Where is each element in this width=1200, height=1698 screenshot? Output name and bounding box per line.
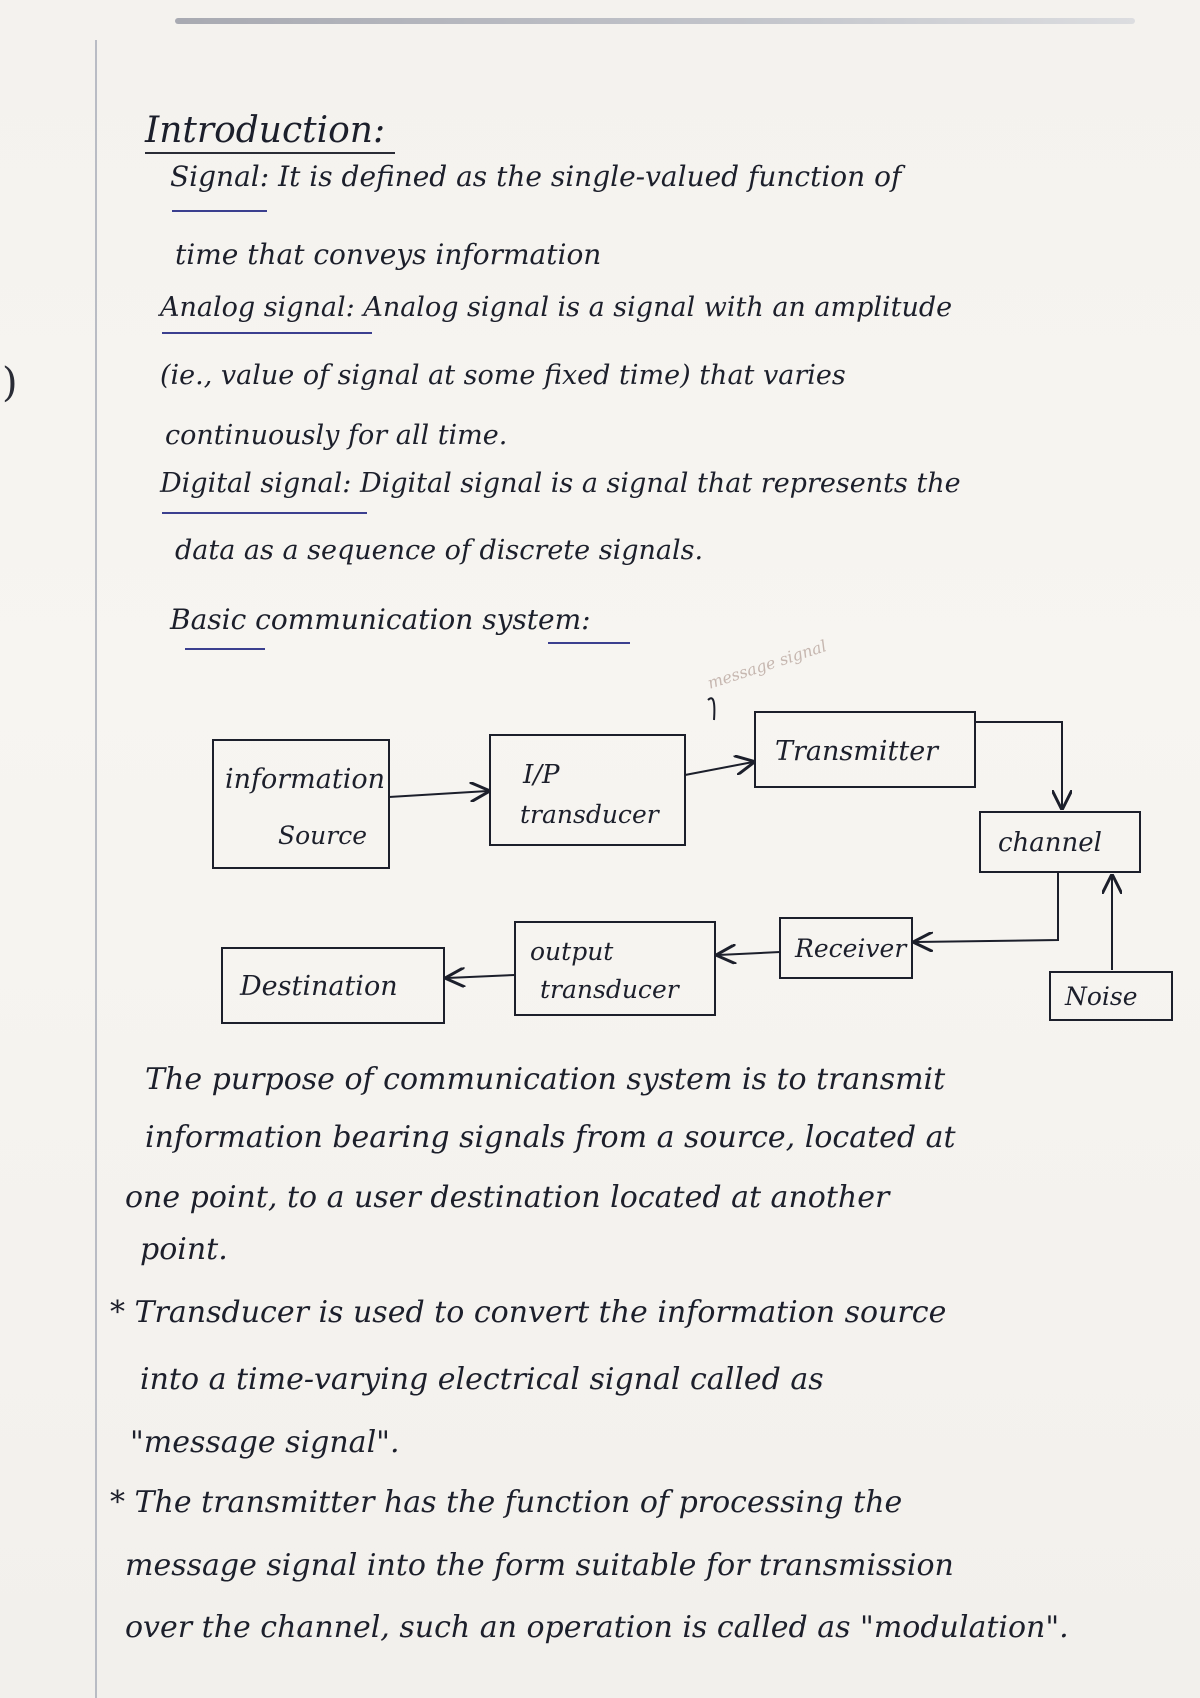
paragraph-line: one point, to a user destination located… bbox=[125, 1180, 890, 1215]
arrow-output-to-destination bbox=[447, 975, 516, 978]
channel-box bbox=[979, 811, 1141, 873]
arrow-source-to-ip bbox=[388, 791, 488, 797]
digital-definition: Digital signal: Digital signal is a sign… bbox=[160, 468, 961, 499]
channel-label: channel bbox=[998, 828, 1102, 858]
analog-definition-cont2: continuously for all time. bbox=[165, 420, 508, 451]
arrow-transmitter-to-channel bbox=[975, 721, 1062, 808]
side-mark: ) bbox=[2, 360, 18, 406]
basic-underline bbox=[185, 648, 265, 650]
paragraph-line: * The transmitter has the function of pr… bbox=[110, 1485, 903, 1520]
analog-definition: Analog signal: Analog signal is a signal… bbox=[160, 292, 953, 323]
receiver-label: Receiver bbox=[794, 934, 908, 963]
output-transducer-label: output bbox=[530, 937, 614, 966]
arrow-ip-to-transmitter bbox=[684, 762, 753, 776]
information-source-label: information bbox=[225, 764, 385, 795]
signal-definition-cont: time that conveys information bbox=[175, 238, 602, 271]
information-source-box bbox=[212, 739, 390, 869]
paragraph-line: point. bbox=[140, 1232, 228, 1267]
paragraph-line: over the channel, such an operation is c… bbox=[125, 1610, 1069, 1645]
transmitter-box bbox=[754, 711, 976, 788]
signal-definition: Signal: It is defined as the single-valu… bbox=[170, 160, 902, 193]
basic-system-heading: Basic communication system: bbox=[170, 603, 591, 636]
information-source-label-2: Source bbox=[278, 821, 367, 850]
noise-box bbox=[1049, 971, 1173, 1021]
system-underline bbox=[548, 642, 630, 644]
paragraph-line: into a time-varying electrical signal ca… bbox=[140, 1362, 824, 1397]
transmitter-label: Transmitter bbox=[775, 736, 940, 767]
heading-underline bbox=[145, 152, 395, 154]
paragraph-line: "message signal". bbox=[130, 1425, 400, 1460]
arrow-channel-to-receiver bbox=[915, 872, 1059, 942]
page-heading: Introduction: bbox=[145, 110, 386, 151]
input-transducer-label-2: transducer bbox=[520, 800, 661, 829]
destination-label: Destination bbox=[239, 971, 398, 1002]
receiver-box bbox=[779, 917, 913, 979]
paragraph-line: message signal into the form suitable fo… bbox=[125, 1548, 954, 1583]
digital-underline bbox=[162, 512, 367, 514]
paragraph-line: * Transducer is used to convert the info… bbox=[110, 1295, 947, 1330]
analog-definition-cont1: (ie., value of signal at some fixed time… bbox=[160, 360, 846, 391]
analog-underline bbox=[162, 332, 372, 334]
input-transducer-label: I/P bbox=[522, 760, 560, 790]
paragraph-line: information bearing signals from a sourc… bbox=[145, 1120, 956, 1155]
page-top-edge bbox=[175, 18, 1135, 24]
destination-box bbox=[221, 947, 445, 1024]
output-transducer-box bbox=[514, 921, 716, 1016]
signal-underline bbox=[172, 210, 267, 212]
margin-line bbox=[95, 40, 97, 1698]
noise-label: Noise bbox=[1064, 982, 1138, 1011]
arrow-receiver-to-output bbox=[718, 952, 781, 955]
paragraph-line: The purpose of communication system is t… bbox=[145, 1062, 946, 1097]
digital-definition-cont: data as a sequence of discrete signals. bbox=[175, 535, 704, 566]
annotation-mark bbox=[707, 697, 716, 721]
output-transducer-label-2: transducer bbox=[540, 975, 681, 1004]
